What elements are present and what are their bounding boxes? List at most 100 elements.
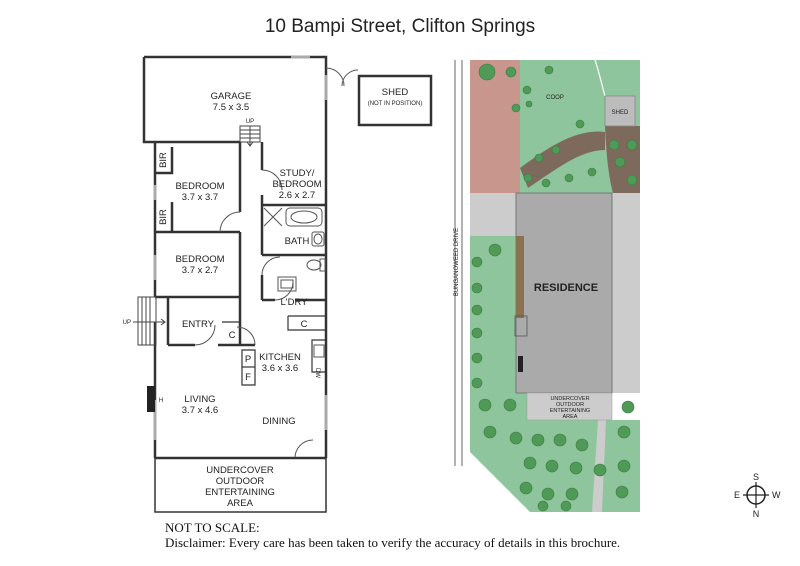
residence-heater	[518, 356, 523, 372]
heater-label: H	[159, 398, 163, 404]
doors	[194, 67, 359, 459]
pantry-label: P	[245, 354, 251, 365]
side-paving	[612, 193, 640, 393]
tree	[478, 63, 496, 81]
tree	[531, 433, 545, 447]
tree	[522, 85, 532, 95]
site-outdoor-line3: ENTERTAINING	[550, 408, 590, 414]
kitchen-label: KITCHEN	[259, 352, 301, 363]
tree	[575, 119, 585, 129]
tree	[551, 145, 561, 155]
page-title: 10 Bampi Street, Clifton Springs	[264, 16, 536, 37]
site-outdoor-line4: AREA	[563, 414, 578, 420]
shed-outline	[357, 74, 433, 127]
stairs-up-label: UP	[246, 119, 254, 125]
site-outdoor-line1: UNDERCOVER	[550, 396, 589, 402]
compass-north: N	[753, 509, 760, 519]
scale-note: NOT TO SCALE:	[165, 520, 260, 535]
tree	[471, 352, 483, 364]
tree	[541, 178, 551, 188]
site-outdoor-area	[526, 392, 613, 421]
coop-label: COOP	[546, 95, 564, 101]
tree	[545, 459, 559, 473]
study-size: 2.6 x 2.7	[279, 190, 315, 201]
street-lines	[454, 60, 463, 466]
outdoor-area-outline	[154, 457, 327, 513]
tree	[537, 500, 549, 512]
outdoor-label-line1: UNDERCOVER	[206, 465, 274, 476]
site-plan: BUNGANOWEED DRIVE SHED COOP RESIDENCE UN…	[454, 59, 640, 512]
tree	[608, 139, 620, 151]
residence-steps	[514, 315, 528, 337]
garage-stairs	[239, 125, 261, 147]
compass: S N E W	[734, 472, 781, 519]
tree	[503, 398, 517, 412]
residence-deck	[516, 236, 524, 318]
tree	[617, 459, 631, 473]
bir-label-2: BIR	[158, 209, 169, 225]
site-shed	[604, 95, 636, 127]
street-name: BUNGANOWEED DRIVE	[454, 228, 460, 296]
compass-east: E	[734, 490, 740, 500]
bedroom1-label: BEDROOM	[175, 181, 224, 192]
site-outdoor-line2: OUTDOOR	[556, 402, 584, 408]
tree	[505, 66, 517, 78]
tree	[471, 304, 483, 316]
brick-area	[470, 60, 520, 193]
tree	[534, 153, 544, 163]
laundry-label: L'DRY	[281, 297, 309, 308]
tree	[523, 173, 533, 183]
shed-note: (NOT IN POSITION)	[368, 101, 423, 107]
tree	[509, 431, 523, 445]
tree	[569, 461, 583, 475]
outdoor-label-line3: ENTERTAINING	[205, 487, 275, 498]
study-label-line1: STUDY/	[280, 168, 315, 179]
living-size: 3.7 x 4.6	[182, 405, 218, 416]
compass-cross	[743, 482, 769, 508]
lawn-curve	[594, 59, 606, 97]
tree	[621, 400, 635, 414]
tree	[471, 282, 483, 294]
site-shed-label: SHED	[612, 110, 629, 116]
tree	[553, 433, 567, 447]
tree	[525, 100, 533, 108]
garage-size: 7.5 x 3.5	[213, 102, 249, 113]
tree	[523, 456, 537, 470]
tree	[626, 174, 638, 186]
tree	[478, 398, 492, 412]
compass-south: S	[753, 472, 759, 482]
tree	[593, 463, 607, 477]
garage-label: GARAGE	[211, 91, 252, 102]
tree	[483, 425, 497, 439]
floor-plan-walls	[142, 55, 328, 460]
bedroom1-size: 3.7 x 3.7	[182, 192, 218, 203]
study-label-line2: BEDROOM	[272, 179, 321, 190]
dining-label: DINING	[262, 416, 295, 427]
entry-stairs	[133, 296, 166, 346]
curved-garden-bed	[520, 131, 605, 188]
tree	[511, 103, 521, 113]
trees	[471, 63, 638, 512]
tree	[617, 425, 631, 439]
tree	[587, 167, 597, 177]
bir-label-1: BIR	[158, 152, 169, 168]
tree	[614, 156, 626, 168]
heater-icon	[147, 386, 155, 412]
compass-west: W	[772, 490, 781, 500]
tree	[471, 377, 483, 389]
tree	[488, 243, 502, 257]
entry-cupboard-label: C	[229, 330, 236, 341]
residence-label: RESIDENCE	[534, 282, 598, 294]
residence-footprint	[515, 192, 613, 394]
bath-fixtures	[263, 207, 326, 358]
kitchen-size: 3.6 x 3.6	[262, 363, 298, 374]
outdoor-label-line4: AREA	[227, 498, 254, 509]
tree	[471, 327, 483, 339]
living-label: LIVING	[184, 394, 215, 405]
entry-label: ENTRY	[182, 319, 215, 330]
tree	[544, 65, 554, 75]
outdoor-label-line2: OUTDOOR	[216, 476, 265, 487]
bedroom2-size: 3.7 x 2.7	[182, 265, 218, 276]
laundry-cupboard-label: C	[301, 319, 308, 330]
